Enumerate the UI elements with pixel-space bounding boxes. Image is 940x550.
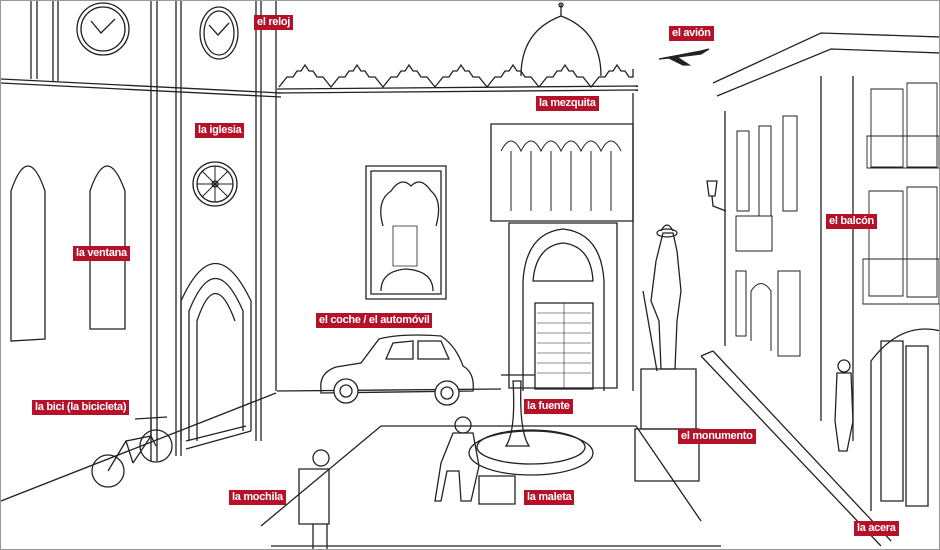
mosque-drawing [277,3,638,391]
label-el-reloj: el reloj [254,15,294,30]
label-el-monumento: el monumento [678,429,756,444]
church-drawing [1,1,281,501]
label-la-mezquita: la mezquita [536,96,599,111]
people-drawing [299,360,853,550]
label-el-avion: el avión [669,26,714,41]
label-el-balcon: el balcón [826,214,877,229]
label-la-ventana: la ventana [73,246,130,261]
bicycle-drawing [92,417,172,487]
label-la-acera: la acera [854,521,899,536]
fountain-drawing [261,375,721,546]
label-la-mochila: la mochila [229,490,286,505]
label-la-iglesia: la iglesia [195,123,245,138]
label-la-maleta: la maleta [524,490,575,505]
airplane-drawing [659,49,709,65]
label-la-fuente: la fuente [524,399,573,414]
statue-drawing [635,225,699,481]
label-la-bici: la bici (la bicicleta) [32,400,130,415]
car-drawing [321,335,473,405]
street-lamp-drawing [707,181,726,211]
right-buildings-drawing [701,33,940,546]
label-el-coche: el coche / el automóvil [316,313,433,328]
